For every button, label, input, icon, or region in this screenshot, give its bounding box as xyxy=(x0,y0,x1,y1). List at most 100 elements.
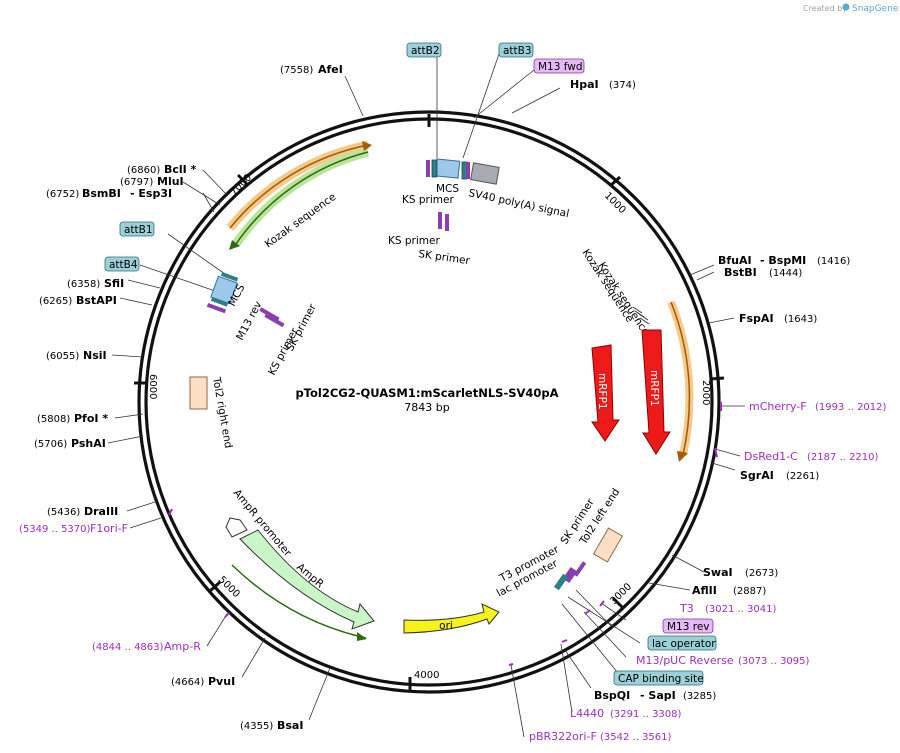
enzyme-bstapi: BstAPI xyxy=(76,294,117,307)
primer-binding-marks xyxy=(168,402,722,666)
enzyme-draiii: DraIII xyxy=(84,505,118,518)
attb1-label: attB1 xyxy=(124,224,153,236)
enzyme-pos-afei: (7558) xyxy=(280,65,313,76)
plasmid-size: 7843 bp xyxy=(404,401,449,414)
primer-mcherry-f: mCherry-F xyxy=(749,400,807,413)
ori-label: ori xyxy=(439,620,453,632)
ampr-promoter-feature xyxy=(225,517,248,538)
enzyme-bspmi: - BspMI xyxy=(760,254,806,267)
attb4-label: attB4 xyxy=(109,259,138,271)
mcs-top-label: MCS xyxy=(436,183,459,195)
enzyme-labels: (7558) AfeI HpaI (374) (6860) BclI * (67… xyxy=(34,63,850,732)
enzyme-pvui: PvuI xyxy=(208,675,235,688)
kozak-right-label-2: Kozak sequence xyxy=(595,260,651,338)
tick-label-1000: 1000 xyxy=(602,190,628,216)
primer-pos-mcherry-f: (1993 .. 2012) xyxy=(815,402,887,413)
enzyme-pos-bspqi: (3285) xyxy=(683,691,716,702)
mrfp1-arrows xyxy=(591,329,671,455)
cap-binding-box xyxy=(613,670,704,686)
kozak-right-arc xyxy=(667,300,694,462)
lac-operator-box xyxy=(647,635,717,651)
enzyme-nsii: NsiI xyxy=(83,349,107,362)
enzyme-swai: SwaI xyxy=(703,566,733,579)
enzyme-pos-pfoi: (5808) xyxy=(37,414,70,425)
sk-primer-br-mark xyxy=(573,561,587,577)
m13fwd-label: M13 fwd xyxy=(538,61,583,73)
m13fwd-box xyxy=(533,58,585,74)
boxed-labels: attB2 attB3 M13 fwd attB1 attB4 M13 rev … xyxy=(104,42,717,686)
primer-pos-l4440: (3291 .. 3308) xyxy=(610,709,682,720)
ori-feature xyxy=(403,603,500,634)
enzyme-esp3i: - Esp3I xyxy=(130,187,172,200)
left-feature-cluster xyxy=(206,272,285,328)
primer-amp-r: Amp-R xyxy=(164,640,201,653)
primer-dsred1-c: DsRed1-C xyxy=(744,450,798,463)
enzyme-pos-bstapi: (6265) xyxy=(39,296,72,307)
attb2-label: attB2 xyxy=(411,45,440,57)
sv40-feature xyxy=(470,162,500,185)
enzyme-pos-fspai: (1643) xyxy=(784,314,817,325)
primer-pos-amp-r: (4844 .. 4863) xyxy=(92,642,164,653)
kozak-left-arcs xyxy=(226,140,372,250)
mrfp1-feature-b xyxy=(641,329,671,455)
enzyme-pshai: PshAI xyxy=(71,437,106,450)
enzyme-pos-nsii: (6055) xyxy=(46,351,79,362)
primer-pbr322ori-f: pBR322ori-F xyxy=(529,730,597,743)
enzyme-bsmbi: BsmBI xyxy=(82,187,121,200)
primer-f1ori-f: F1ori-F xyxy=(90,522,128,535)
m13rev-label: M13 rev xyxy=(667,621,710,633)
enzyme-pfoi: PfoI * xyxy=(74,412,108,425)
enzyme-pos-bfuai: (1416) xyxy=(817,256,850,267)
tick-label-6000: 6000 xyxy=(147,374,158,399)
enzyme-bcli: BclI * xyxy=(164,163,197,176)
kozak-right-marks xyxy=(632,306,650,325)
enzyme-pos-hpai: (374) xyxy=(609,80,636,91)
enzyme-pos-pshai: (5706) xyxy=(34,439,67,450)
enzyme-sfii: SfiI xyxy=(104,277,124,290)
enzyme-bspqi: BspQI xyxy=(594,689,630,702)
tick-label-4000: 4000 xyxy=(414,670,439,681)
enzyme-sgrai: SgrAI xyxy=(740,469,774,482)
tol2-right-feature xyxy=(189,376,208,410)
primer-pos-dsred1-c: (2187 .. 2210) xyxy=(807,452,879,463)
enzyme-pos-bsmbi: (6752) xyxy=(46,189,79,200)
enzyme-pos-mlui: (6797) xyxy=(120,177,153,188)
primer-pos-t3: (3021 .. 3041) xyxy=(705,604,777,615)
attb1-feature xyxy=(220,272,239,282)
m13rev-left-label: M13 rev xyxy=(234,299,265,342)
enzyme-mlui: MluI xyxy=(157,175,184,188)
primer-pos-m13-puc-reverse: (3073 .. 3095) xyxy=(738,656,810,667)
tick-label-5000: 5000 xyxy=(216,574,242,600)
enzyme-pos-pvui: (4664) xyxy=(171,677,204,688)
enzyme-fspai: FspAI xyxy=(739,312,774,325)
ks-primer-left-mark xyxy=(259,307,280,322)
sk-primer-top-mark xyxy=(466,162,470,179)
lac-operator-label: lac operator xyxy=(652,638,716,650)
ampr-underline xyxy=(231,564,367,639)
tick-marks xyxy=(134,114,725,690)
tick-label-3000: 3000 xyxy=(608,581,634,607)
mrfp1-label-b: mRFP1 xyxy=(648,370,660,407)
attb2-box xyxy=(406,42,442,58)
enzyme-pos-bsai: (4355) xyxy=(240,721,273,732)
enzyme-bstbi: BstBI xyxy=(724,266,757,279)
sk-primer-left-mark xyxy=(264,313,285,328)
primer-pos-f1ori-f: (5349 .. 5370) xyxy=(19,524,91,535)
mrfp1-feature-a xyxy=(591,344,620,442)
sv40-label: SV40 poly(A) signal xyxy=(467,187,570,220)
primer-t3: T3 xyxy=(679,602,694,615)
credit-prefix: Created by xyxy=(803,4,847,13)
enzyme-pos-bstbi: (1444) xyxy=(769,268,802,279)
primer-m13-puc-reverse: M13/pUC Reverse xyxy=(636,654,734,667)
tick-label-7000: 7000 xyxy=(228,172,254,198)
ks-primer-top2-label: KS primer xyxy=(388,235,440,247)
enzyme-pos-aflii: (2887) xyxy=(733,586,766,597)
credit-brand: SnapGene xyxy=(852,4,899,14)
enzyme-pos-swai: (2673) xyxy=(745,568,778,579)
tol2-left-feature xyxy=(592,527,624,563)
mcs-top-feature xyxy=(434,158,461,179)
sk-primer-top2-mark xyxy=(445,214,449,231)
ampr-region xyxy=(225,517,500,641)
enzyme-aflii: AflII xyxy=(692,584,717,597)
